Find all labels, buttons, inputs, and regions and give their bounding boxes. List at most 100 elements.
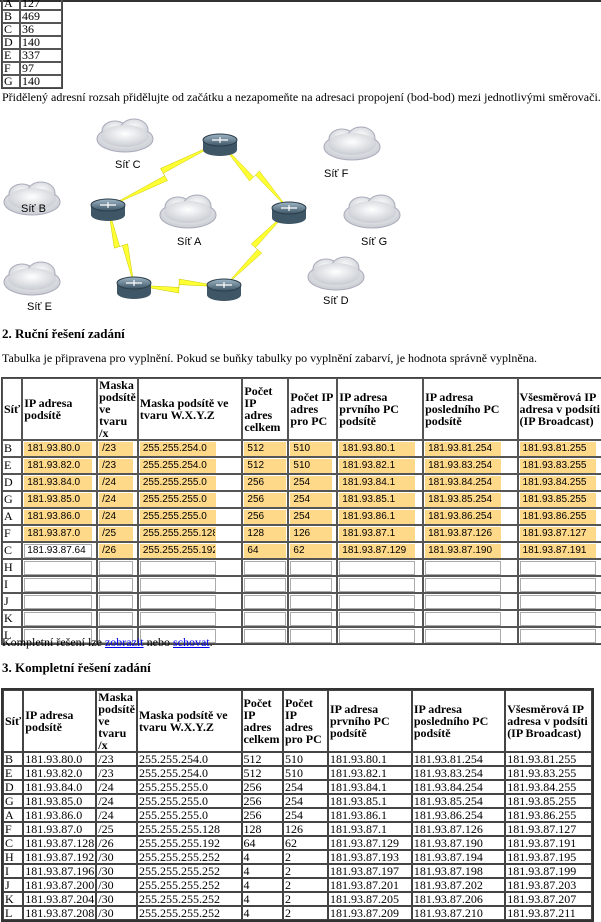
answer-input[interactable]: 255.255.255.0 — [139, 475, 216, 490]
answer-input[interactable]: 255.255.254.0 — [139, 458, 216, 473]
show-solution-link[interactable]: zobrazit — [104, 635, 144, 649]
answer-input[interactable]: 254 — [290, 475, 333, 490]
solution-cell: 181.93.87.199 — [505, 864, 592, 878]
answer-input[interactable] — [139, 577, 216, 592]
answer-input[interactable] — [244, 594, 287, 609]
answer-input[interactable] — [519, 560, 596, 575]
answer-input[interactable]: 181.93.87.190 — [425, 543, 502, 558]
answer-input[interactable]: 181.93.87.64 — [24, 543, 93, 558]
answer-input[interactable] — [339, 594, 416, 609]
solution-cell: 64 — [241, 836, 283, 850]
answer-input[interactable]: 181.93.85.255 — [519, 492, 596, 507]
answer-input[interactable] — [99, 560, 134, 575]
answer-input[interactable] — [519, 628, 596, 643]
answer-input[interactable] — [290, 594, 333, 609]
answer-input[interactable]: 181.93.87.126 — [425, 526, 502, 541]
answer-input[interactable]: 181.93.84.255 — [519, 475, 596, 490]
answer-input[interactable]: 181.93.81.255 — [519, 441, 596, 456]
answer-input[interactable] — [244, 628, 287, 643]
answer-input[interactable] — [99, 594, 134, 609]
answer-input[interactable]: 181.93.80.0 — [24, 441, 93, 456]
answer-input[interactable]: 181.93.81.254 — [425, 441, 502, 456]
answer-input[interactable] — [519, 594, 596, 609]
answer-input[interactable] — [425, 611, 502, 626]
answer-input[interactable]: 256 — [244, 475, 287, 490]
answer-input[interactable] — [139, 594, 216, 609]
answer-input[interactable]: 510 — [290, 441, 333, 456]
answer-input[interactable]: 181.93.84.1 — [339, 475, 416, 490]
answer-input[interactable]: 181.93.80.1 — [339, 441, 416, 456]
answer-input[interactable] — [139, 628, 216, 643]
answer-input[interactable]: 181.93.87.1 — [339, 526, 416, 541]
answer-input[interactable] — [425, 594, 502, 609]
answer-input[interactable]: /23 — [99, 458, 134, 473]
answer-input[interactable]: /23 — [99, 441, 134, 456]
answer-input[interactable] — [24, 611, 93, 626]
answer-input[interactable]: 255.255.255.0 — [139, 509, 216, 524]
answer-input[interactable]: /24 — [99, 492, 134, 507]
answer-input[interactable] — [24, 560, 93, 575]
answer-input[interactable] — [24, 594, 93, 609]
answer-input[interactable] — [290, 628, 333, 643]
answer-input[interactable] — [425, 628, 502, 643]
answer-input[interactable] — [290, 560, 333, 575]
answer-input[interactable] — [425, 577, 502, 592]
answer-input[interactable]: 255.255.254.0 — [139, 441, 216, 456]
answer-input[interactable]: 256 — [244, 509, 287, 524]
answer-input[interactable] — [290, 611, 333, 626]
answer-input[interactable]: 62 — [290, 543, 333, 558]
answer-input[interactable]: 255.255.255.0 — [139, 492, 216, 507]
answer-input[interactable]: 64 — [244, 543, 287, 558]
answer-input[interactable]: 126 — [290, 526, 333, 541]
answer-input[interactable] — [425, 560, 502, 575]
answer-input[interactable]: 181.93.85.1 — [339, 492, 416, 507]
answer-input[interactable]: 254 — [290, 509, 333, 524]
answer-input[interactable] — [99, 611, 134, 626]
answer-input[interactable]: 181.93.87.0 — [24, 526, 93, 541]
answer-input[interactable]: /24 — [99, 509, 134, 524]
answer-input[interactable] — [290, 577, 333, 592]
answer-input[interactable]: 181.93.84.254 — [425, 475, 502, 490]
answer-input[interactable]: /25 — [99, 526, 134, 541]
answer-input[interactable]: 512 — [244, 458, 287, 473]
answer-input[interactable]: 181.93.86.0 — [24, 509, 93, 524]
answer-input[interactable]: 181.93.83.254 — [425, 458, 502, 473]
answer-input[interactable]: 181.93.83.255 — [519, 458, 596, 473]
answer-input[interactable]: 181.93.82.0 — [24, 458, 93, 473]
answer-input[interactable]: 181.93.86.254 — [425, 509, 502, 524]
answer-input[interactable] — [99, 628, 134, 643]
answer-input[interactable] — [339, 628, 416, 643]
answer-input[interactable]: 181.93.86.255 — [519, 509, 596, 524]
answer-input[interactable] — [244, 560, 287, 575]
answer-input[interactable]: 128 — [244, 526, 287, 541]
answer-input[interactable]: 255.255.255.128 — [139, 526, 216, 541]
answer-input[interactable]: /26 — [99, 543, 134, 558]
answer-input[interactable] — [339, 611, 416, 626]
answer-input[interactable] — [24, 628, 93, 643]
answer-input[interactable] — [139, 611, 216, 626]
hide-solution-link[interactable]: schovat — [172, 635, 210, 649]
answer-input[interactable]: 255.255.255.192 — [139, 543, 216, 558]
answer-input[interactable]: 510 — [290, 458, 333, 473]
answer-input[interactable]: 512 — [244, 441, 287, 456]
answer-input[interactable]: 254 — [290, 492, 333, 507]
answer-input[interactable] — [24, 577, 93, 592]
answer-input[interactable] — [519, 577, 596, 592]
answer-input[interactable]: 181.93.85.0 — [24, 492, 93, 507]
answer-input[interactable]: 181.93.84.0 — [24, 475, 93, 490]
answer-input[interactable]: 181.93.85.254 — [425, 492, 502, 507]
answer-input[interactable]: 181.93.87.191 — [519, 543, 596, 558]
answer-input[interactable] — [244, 611, 287, 626]
answer-input[interactable]: 181.93.86.1 — [339, 509, 416, 524]
answer-input[interactable] — [244, 577, 287, 592]
answer-input[interactable] — [99, 577, 134, 592]
answer-input[interactable]: 181.93.87.129 — [339, 543, 416, 558]
answer-input[interactable]: /24 — [99, 475, 134, 490]
answer-input[interactable] — [139, 560, 216, 575]
answer-input[interactable]: 181.93.82.1 — [339, 458, 416, 473]
answer-input[interactable]: 256 — [244, 492, 287, 507]
answer-input[interactable] — [339, 577, 416, 592]
answer-input[interactable] — [339, 560, 416, 575]
answer-input[interactable] — [519, 611, 596, 626]
answer-input[interactable]: 181.93.87.127 — [519, 526, 596, 541]
